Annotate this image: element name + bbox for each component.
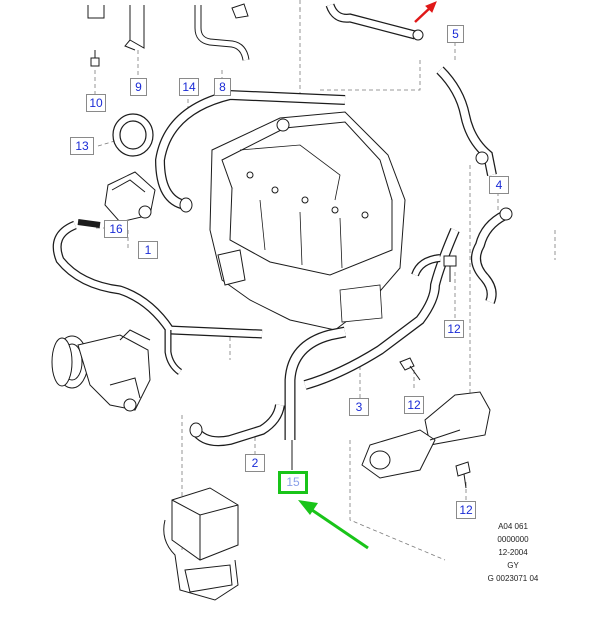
reference-line-3: 12-2004: [498, 548, 528, 557]
callout-13[interactable]: 13: [70, 137, 94, 155]
hose-14: [154, 89, 346, 213]
callout-12-upper[interactable]: 12: [444, 320, 464, 338]
callout-10[interactable]: 10: [86, 94, 106, 112]
callout-12-middle[interactable]: 12: [404, 396, 424, 414]
egr-cooler-assembly: [361, 391, 491, 479]
callout-5[interactable]: 5: [447, 25, 464, 43]
callout-3[interactable]: 3: [349, 398, 369, 416]
green-pointer-arrow: [298, 500, 369, 550]
thermostat-housing-16: [104, 171, 156, 223]
hose-3: [303, 228, 460, 390]
seal-13: [112, 113, 154, 157]
callout-15-highlighted[interactable]: 15: [278, 471, 308, 494]
oil-cooler: [163, 487, 239, 601]
callout-12-lower[interactable]: 12: [456, 501, 476, 519]
callout-2[interactable]: 2: [245, 454, 265, 472]
upper-left-parts: [87, 3, 250, 67]
hose-1: [52, 219, 263, 375]
engine-block: [209, 111, 406, 331]
top-right-pipe: [325, 1, 437, 41]
reference-line-1: A04 061: [498, 522, 528, 531]
drawing-reference-block: A04 061 0000000 12-2004 GY G 0023071 04: [448, 520, 578, 585]
water-pump-assembly: [51, 329, 151, 412]
callout-14[interactable]: 14: [179, 78, 199, 96]
callout-4[interactable]: 4: [489, 176, 509, 194]
reference-line-5: G 0023071 04: [487, 574, 539, 583]
pipe-15: [284, 326, 347, 470]
hose-5: [436, 66, 497, 176]
callout-1[interactable]: 1: [138, 241, 158, 259]
hose-4: [471, 207, 513, 304]
callout-8[interactable]: 8: [214, 78, 231, 96]
reference-line-4: GY: [507, 561, 519, 570]
callout-9[interactable]: 9: [130, 78, 147, 96]
reference-line-2: 0000000: [497, 535, 529, 544]
callout-16[interactable]: 16: [104, 220, 128, 238]
bolts: [399, 255, 471, 489]
hose-2: [189, 404, 285, 447]
